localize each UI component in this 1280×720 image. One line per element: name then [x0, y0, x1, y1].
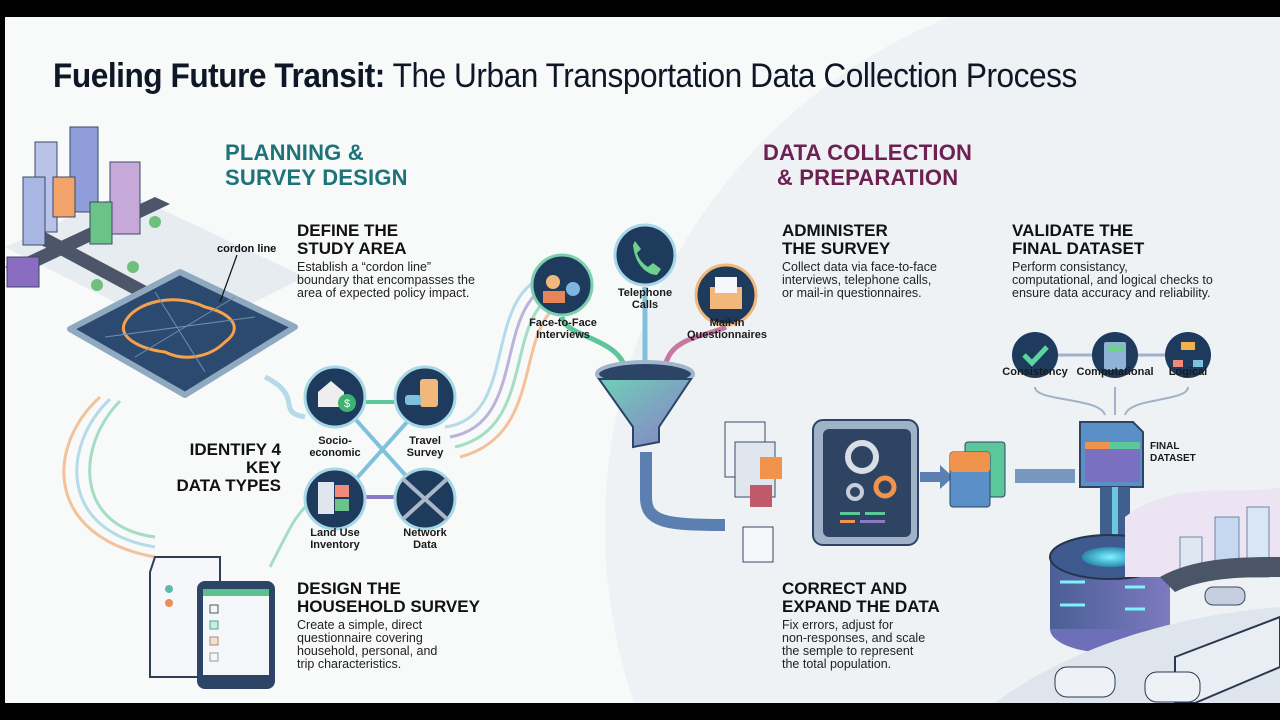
label-line: Face-to-Face — [529, 317, 597, 329]
method-label-mail-in: Mail-in Questionnaires — [677, 317, 777, 341]
step-define-title2: STUDY AREA — [297, 239, 407, 258]
step-validate-title2: FINAL DATASET — [1012, 239, 1145, 258]
validation-check-icons — [1012, 332, 1211, 416]
step-correct-expand-data: CORRECT AND EXPAND THE DATA Fix errors, … — [782, 580, 940, 671]
desc-line: the total population. — [782, 657, 892, 671]
step-design-title1: DESIGN THE — [297, 579, 401, 598]
step-administer-desc: Collect data via face-to-face interviews… — [782, 261, 937, 300]
data-processing-icon — [724, 419, 1075, 563]
desc-line: Perform consistancy, — [1012, 260, 1128, 274]
desc-line: interviews, telephone calls, — [782, 273, 932, 287]
desc-line: area of expected policy impact. — [297, 286, 470, 300]
svg-text:$: $ — [344, 398, 350, 410]
label-line: FINAL — [1150, 441, 1180, 452]
desc-line: computational, and logical checks to — [1012, 273, 1213, 287]
data-type-label-network: Network Data — [385, 527, 465, 551]
desc-line: ensure data accuracy and reliability. — [1012, 286, 1211, 300]
label-line: Survey — [406, 447, 444, 459]
desc-line: Establish a “cordon line” — [297, 260, 432, 274]
phase-planning-line2: SURVEY DESIGN — [225, 165, 408, 190]
cordon-line-annotation: cordon line — [217, 243, 277, 255]
label-line: Data — [413, 539, 437, 551]
step-correct-title1: CORRECT AND — [782, 579, 907, 598]
method-label-telephone: Telephone Calls — [600, 287, 690, 311]
label-line: Inventory — [310, 539, 360, 551]
survey-method-icons — [530, 223, 758, 327]
step-administer-title2: THE SURVEY — [782, 239, 891, 258]
label-line: Calls — [631, 299, 659, 311]
city-skyline-icon — [995, 487, 1280, 703]
phase-collection-line2: & PREPARATION — [776, 165, 959, 190]
desc-line: Fix errors, adjust for — [782, 618, 894, 632]
label-line: Land Use — [310, 527, 360, 539]
infographic-canvas: $ — [5, 17, 1280, 703]
phase-planning-line1: PLANNING & — [225, 140, 364, 165]
label-line: Socio- — [318, 435, 352, 447]
label-line: Questionnaires — [686, 329, 768, 341]
title-bold: Fueling Future Transit: — [53, 57, 385, 95]
step-correct-desc: Fix errors, adjust for non-responses, an… — [782, 619, 940, 671]
illustration-layer: $ — [5, 126, 1280, 703]
method-label-face-to-face: Face-to-Face Interviews — [518, 317, 608, 341]
label-line: Telephone — [617, 287, 673, 299]
step-administer-survey: ADMINISTER THE SURVEY Collect data via f… — [782, 222, 937, 300]
interview-icon — [530, 253, 594, 317]
final-dataset-label: FINAL DATASET — [1150, 441, 1196, 465]
phase-collection-line1: DATA COLLECTION — [763, 140, 973, 165]
step-identify-data-types: IDENTIFY 4 KEY DATA TYPES — [155, 441, 281, 495]
desc-line: Create a simple, direct — [297, 618, 423, 632]
data-type-label-travel-survey: Travel Survey — [385, 435, 465, 459]
step-identify-title1: IDENTIFY 4 KEY — [189, 440, 281, 477]
title-rest: The Urban Transportation Data Collection… — [384, 57, 1078, 95]
data-type-label-socioeconomic: Socio- economic — [295, 435, 375, 459]
step-design-title2: HOUSEHOLD SURVEY — [297, 597, 480, 616]
study-area-map-icon — [67, 254, 298, 398]
check-label-consistency: Consistency — [1002, 366, 1068, 378]
label-line: economic — [309, 447, 361, 459]
label-line: Mail-in — [709, 317, 745, 329]
phase-collection-heading: DATA COLLECTION & PREPARATION — [763, 140, 972, 190]
check-label-logical: Logical — [1168, 366, 1208, 378]
survey-form-icon — [149, 556, 275, 689]
label-line: Travel — [409, 435, 441, 447]
flow-ribbons-icon — [62, 270, 581, 568]
label-line: DATASET — [1150, 453, 1196, 464]
label-line: Network — [403, 527, 447, 539]
step-define-study-area: DEFINE THE STUDY AREA Establish a “cordo… — [297, 222, 475, 300]
step-define-desc: Establish a “cordon line” boundary that … — [297, 261, 475, 300]
step-validate-title1: VALIDATE THE — [1012, 221, 1134, 240]
step-identify-title2: DATA TYPES — [176, 476, 281, 495]
telephone-icon — [613, 223, 677, 287]
step-define-title1: DEFINE THE — [297, 221, 399, 240]
desc-line: non-responses, and scale — [782, 631, 926, 645]
desc-line: questionnaire covering — [297, 631, 423, 645]
data-type-label-land-use: Land Use Inventory — [295, 527, 375, 551]
funnel-icon — [559, 287, 728, 531]
step-validate-desc: Perform consistancy, computational, and … — [1012, 261, 1213, 300]
step-correct-title2: EXPAND THE DATA — [782, 597, 940, 616]
desc-line: household, personal, and — [297, 644, 438, 658]
desc-line: trip characteristics. — [297, 657, 402, 671]
step-validate-final-dataset: VALIDATE THE FINAL DATASET Perform consi… — [1012, 222, 1213, 300]
data-type-nodes: $ — [303, 365, 457, 531]
check-label-computational: Computational — [1076, 366, 1154, 378]
step-design-desc: Create a simple, direct questionnaire co… — [297, 619, 480, 671]
desc-line: Collect data via face-to-face — [782, 260, 937, 274]
step-design-household-survey: DESIGN THE HOUSEHOLD SURVEY Create a sim… — [297, 580, 480, 671]
page-title: Fueling Future Transit: The Urban Transp… — [53, 57, 1077, 96]
desc-line: or mail-in questionnaires. — [782, 286, 922, 300]
phase-planning-heading: PLANNING & SURVEY DESIGN — [225, 140, 408, 190]
desc-line: boundary that encompasses the — [297, 273, 475, 287]
label-line: Interviews — [536, 329, 590, 341]
desc-line: the semple to represent — [782, 644, 914, 658]
step-administer-title1: ADMINISTER — [782, 221, 888, 240]
